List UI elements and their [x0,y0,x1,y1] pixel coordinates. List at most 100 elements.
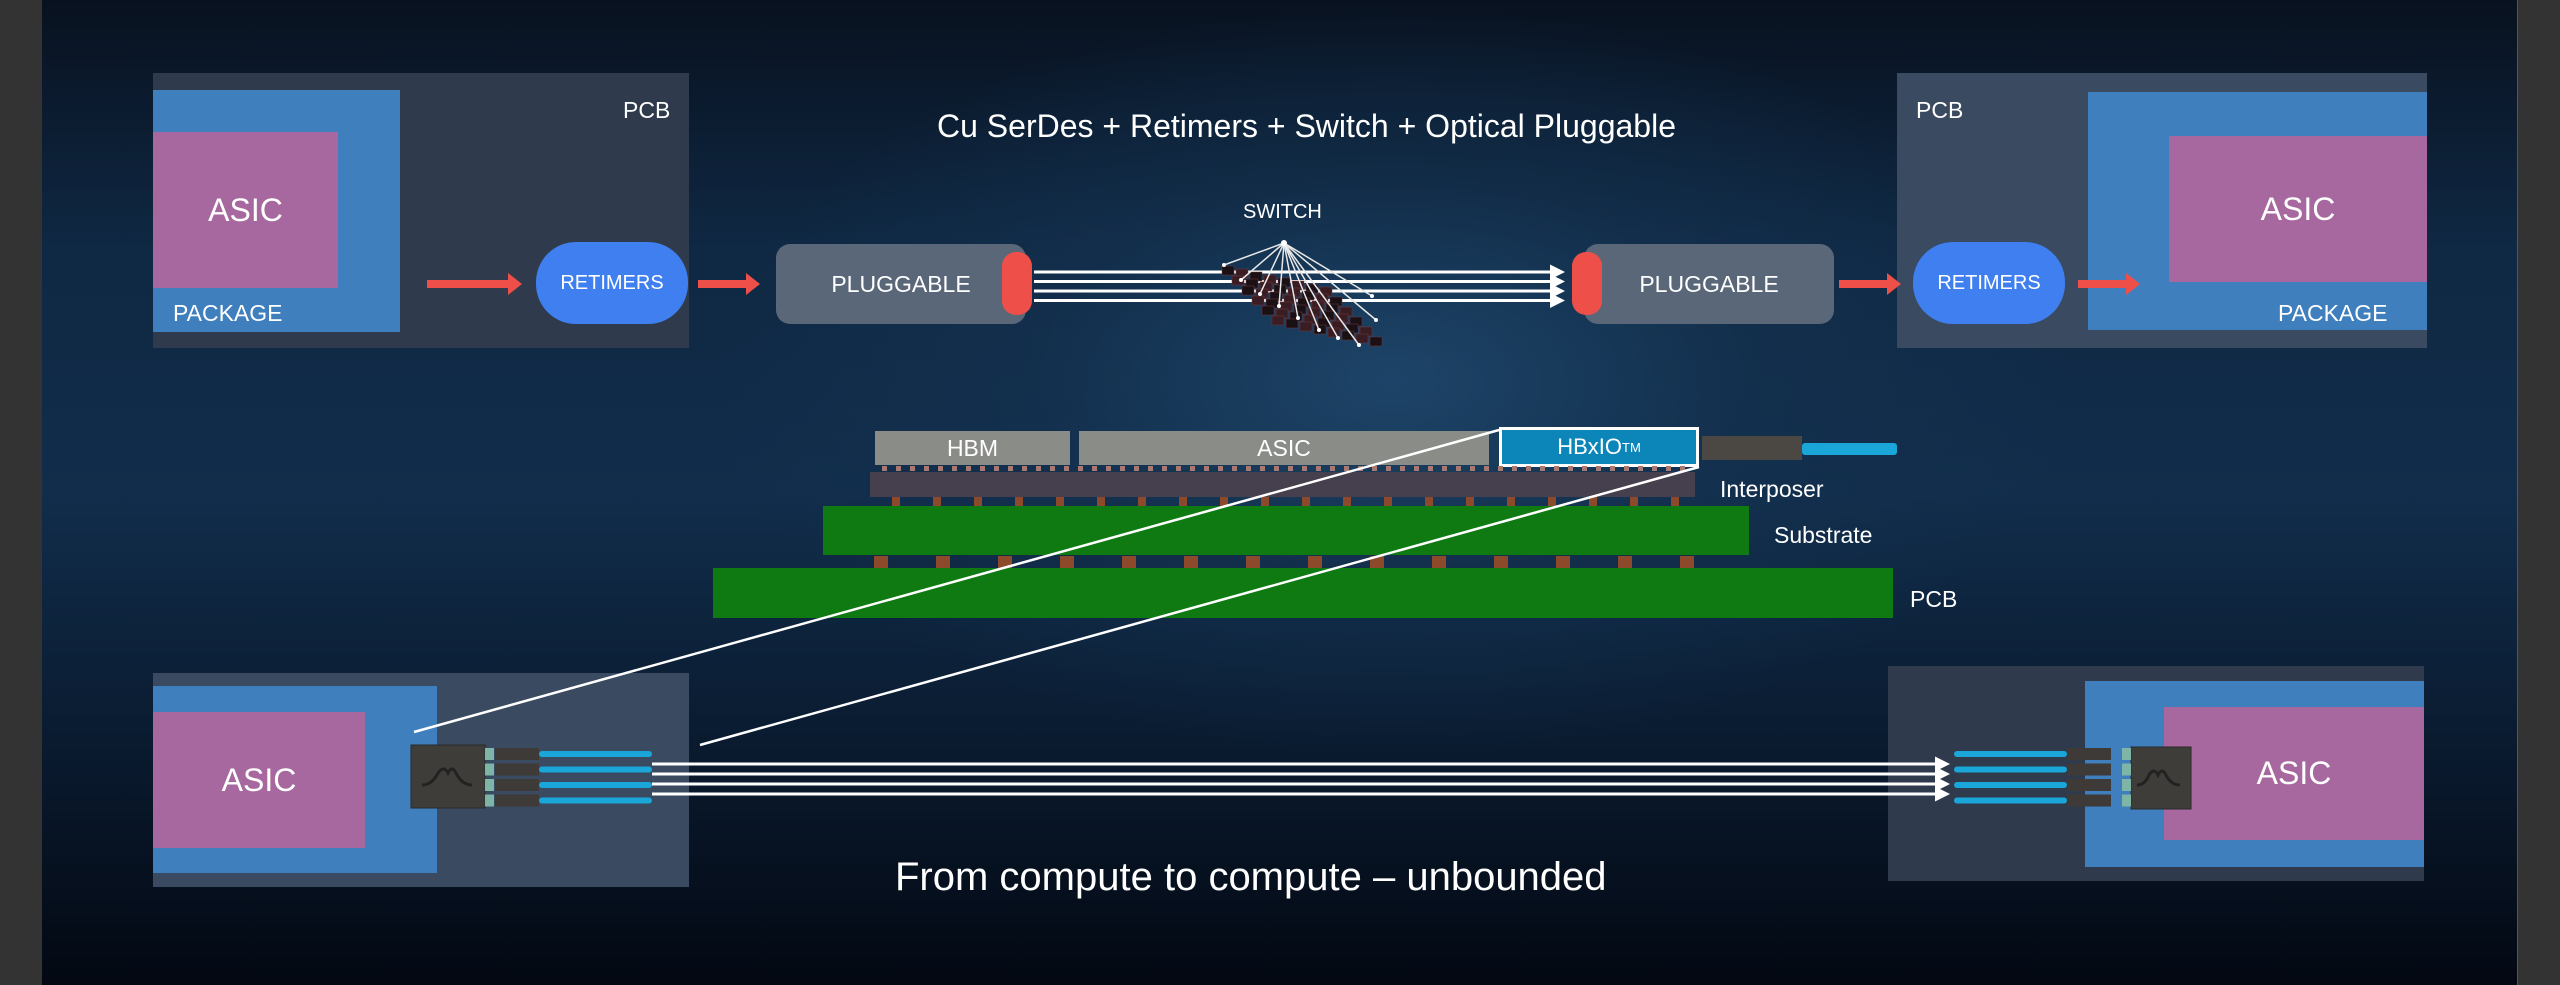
switch-tile [1271,315,1285,326]
micro-bump [1456,466,1461,471]
fiber-cable [1954,766,2067,773]
micro-bump [1400,466,1405,471]
micro-bump [1022,466,1027,471]
interposer-bump [1138,497,1146,506]
pcb-layer-label: PCB [1910,586,1958,612]
micro-bump [1582,466,1587,471]
switch-label: SWITCH [1243,201,1322,223]
micro-bump [882,466,887,471]
red-arrow-icon [2078,273,2140,295]
right-pcb-label: PCB [1916,97,1964,123]
switch-spoke-line [1283,242,1377,321]
left-package-label: PACKAGE [173,300,283,326]
micro-bump [1232,466,1237,471]
micro-bump [1526,466,1531,471]
switch-spoke-line [1240,242,1285,281]
fiber-cable [1954,782,2067,788]
optical-port-pad [485,748,494,760]
micro-bump [1274,466,1279,471]
optical-port-pad [485,763,494,776]
micro-bump [1176,466,1181,471]
bottom-left-asic: ASIC [153,712,365,848]
optical-port-pad [2122,763,2131,776]
micro-bump [1288,466,1293,471]
substrate-bump [1618,556,1632,568]
fiber-connector [2067,748,2111,760]
interposer-bump [1630,497,1638,506]
fiber-connector [495,779,539,791]
switch-tile [1231,275,1245,286]
interposer-bump [1261,497,1269,506]
micro-bump [994,466,999,471]
interposer-bump [1015,497,1023,506]
interposer-bump [892,497,900,506]
micro-bump [1106,466,1111,471]
optical-engine-chip [410,744,486,809]
switch-node-dot [1296,316,1300,320]
interposer-bump [974,497,982,506]
callout-line [699,465,1700,747]
hbxio-trademark: TM [1622,439,1641,455]
bottom-right-asic: ASIC [2164,707,2424,840]
micro-bump [1428,466,1433,471]
optical-port-pad [2122,779,2131,791]
fiber-connector [2067,763,2111,776]
slide: Cu SerDes + Retimers + Switch + Optical … [42,0,2517,985]
fiber-connector [495,794,539,807]
substrate-bump [1122,556,1136,568]
micro-bump [1596,466,1601,471]
micro-bump [1386,466,1391,471]
interposer-layer [870,472,1695,497]
left-pcb-label: PCB [623,97,671,123]
micro-bump [1316,466,1321,471]
micro-bump [1540,466,1545,471]
switch-tile [1221,265,1235,276]
hbxio-label: HBxIO [1557,434,1622,459]
interposer-bump [1548,497,1556,506]
interposer-bump [933,497,941,506]
micro-bump [1246,466,1251,471]
interposer-bump [1343,497,1351,506]
fiber-connector [495,748,539,760]
switch-node-dot [1374,318,1378,322]
micro-bump [1078,466,1083,471]
red-arrow-icon [427,273,522,295]
right-asic: ASIC [2169,136,2427,282]
micro-bump [1120,466,1125,471]
bottom-caption: From compute to compute – unbounded [895,855,1607,899]
fiber-cable [539,751,652,757]
micro-bump [1442,466,1447,471]
optical-port-pad [485,779,494,791]
micro-bump [1008,466,1013,471]
fiber-cable [1954,751,2067,757]
micro-bump [1218,466,1223,471]
micro-bump [910,466,915,471]
optical-engine-logo-icon [421,767,473,787]
switch-tile [1355,333,1369,344]
micro-bump [896,466,901,471]
optical-engine-chip [2130,746,2192,810]
micro-bump [1190,466,1195,471]
micro-bump [1680,466,1685,471]
micro-bump [924,466,929,471]
substrate-bump [874,556,888,568]
interposer-bump [1589,497,1597,506]
substrate-bump [1246,556,1260,568]
interposer-bump [1384,497,1392,506]
switch-node-dot [1336,336,1340,340]
micro-bump [1652,466,1657,471]
switch-spoke-line [1259,242,1285,295]
switch-node-dot [1357,343,1361,347]
substrate-bump [1680,556,1694,568]
left-retimers: RETIMERS [536,242,688,324]
switch-tile [1251,295,1265,306]
diagram-overlay [410,240,2192,810]
optical-fiber-stub [1802,443,1897,455]
interposer-bump [1507,497,1515,506]
micro-bump [1610,466,1615,471]
micro-bump [938,466,943,471]
middle-asic-chip: ASIC [1079,431,1489,465]
fiber-cable [539,797,652,804]
interposer-bump [1302,497,1310,506]
